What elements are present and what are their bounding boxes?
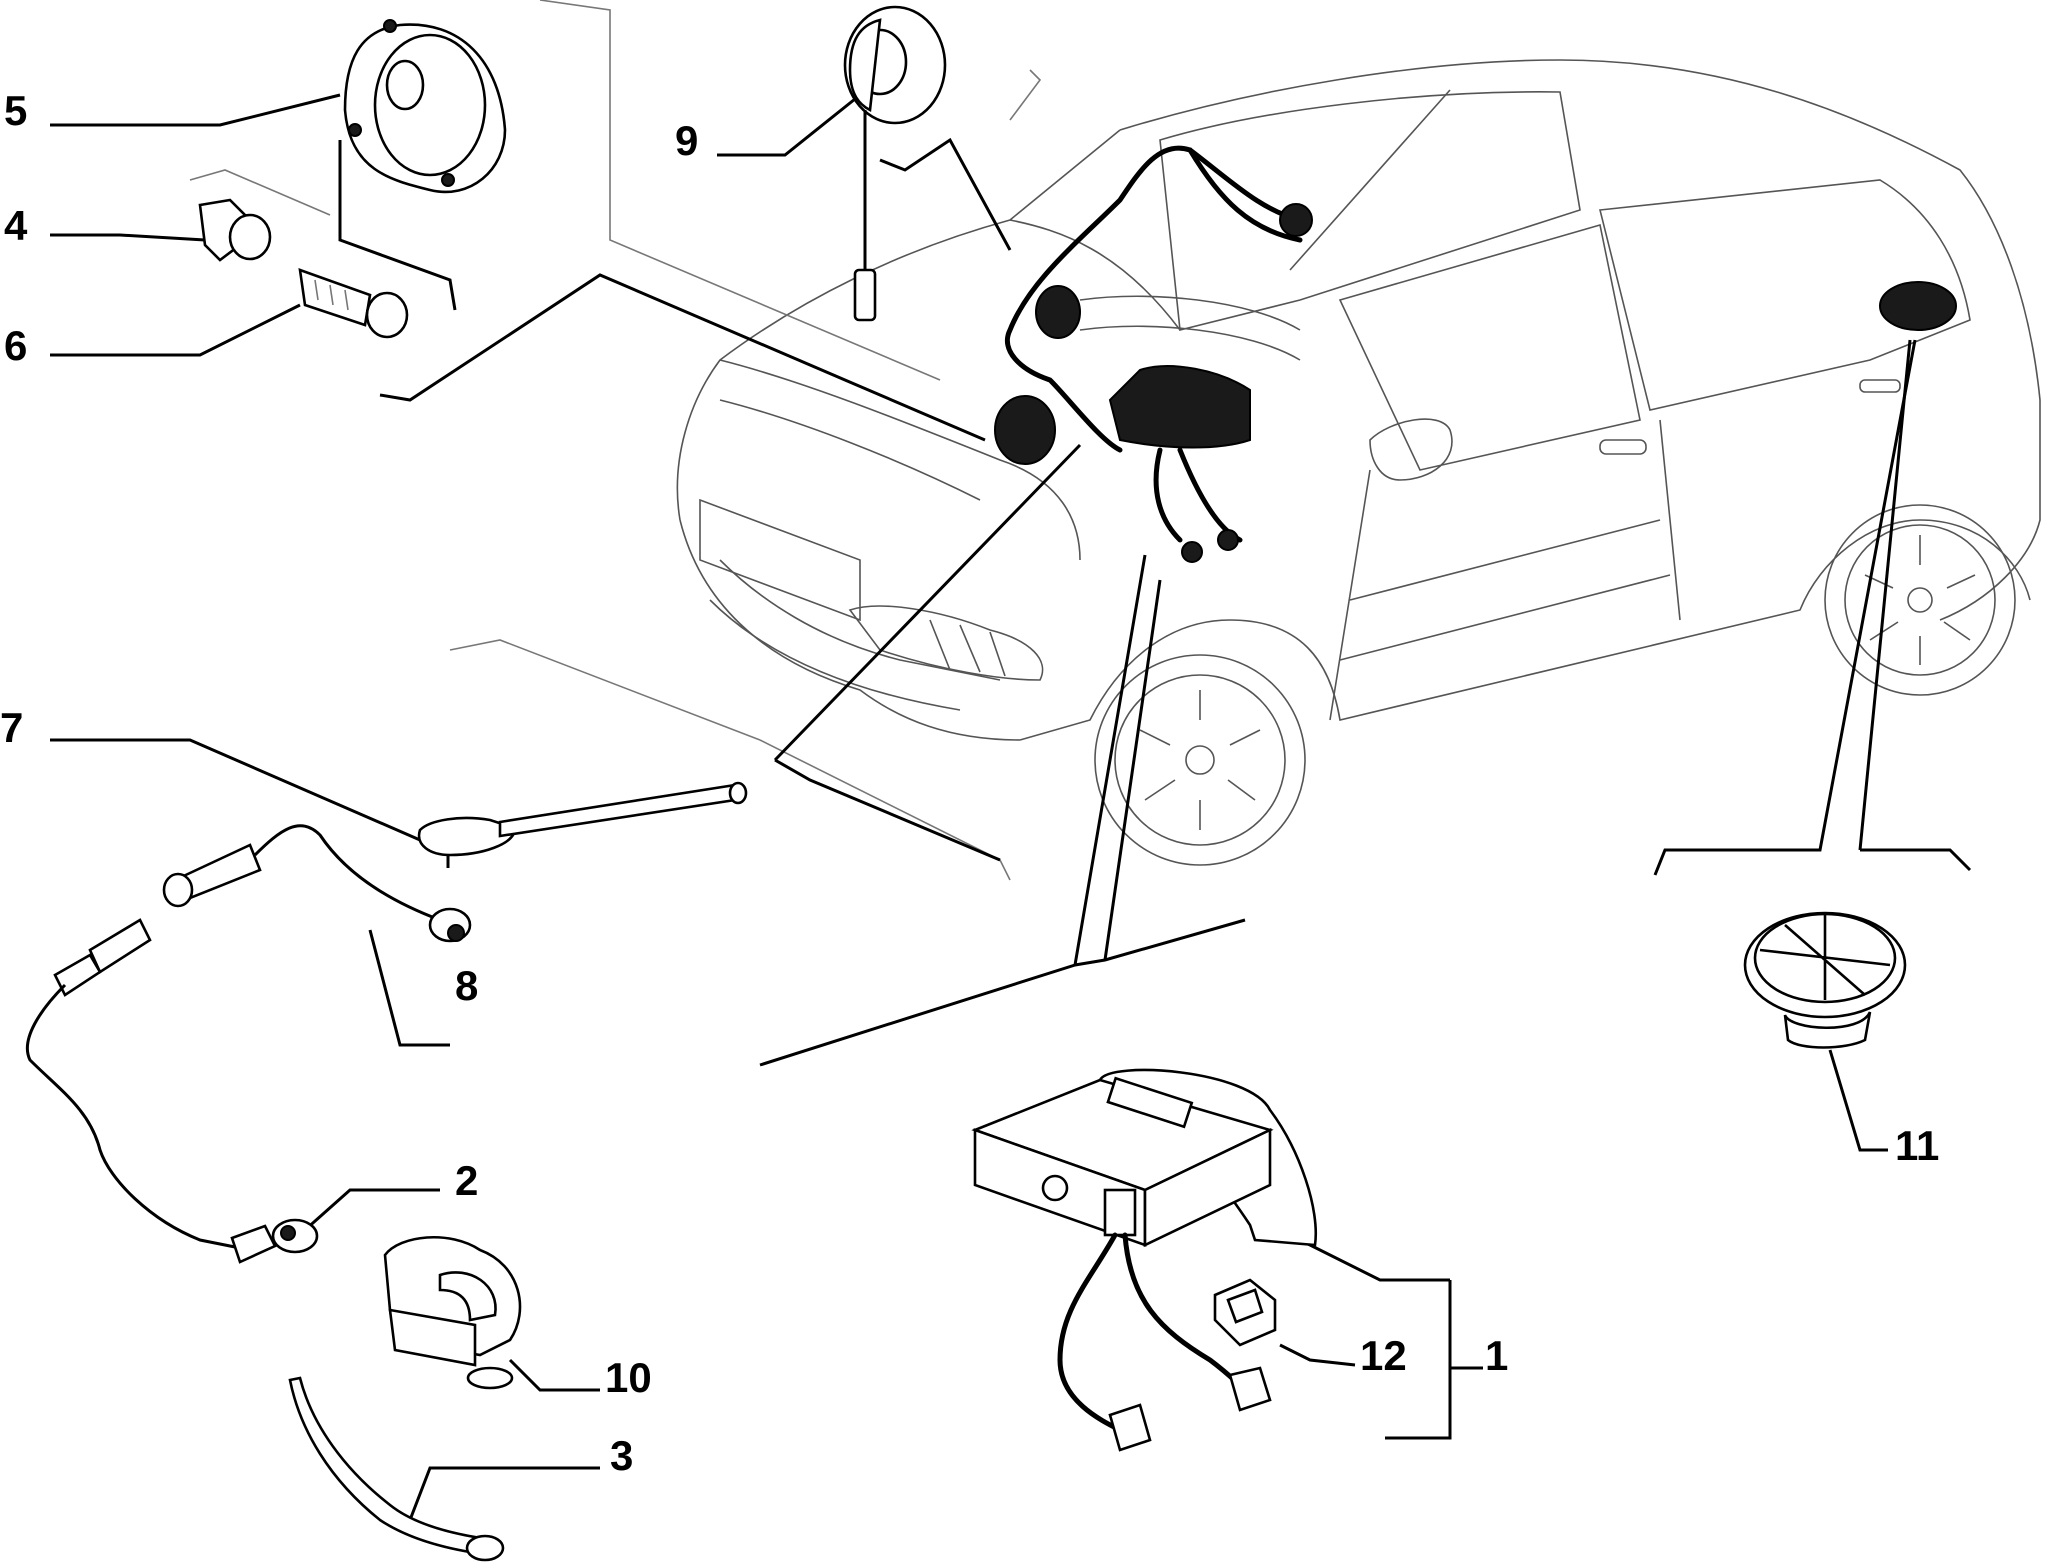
callout-labels: 5 4 6 9 7 8 2 10 3 11 12 1 — [0, 87, 1939, 1479]
callout-7: 7 — [0, 704, 23, 751]
group-lines — [189, 0, 1042, 881]
callout-3: 3 — [610, 1432, 633, 1479]
callout-5: 5 — [4, 87, 27, 134]
part-clip — [198, 198, 272, 262]
part-screw — [298, 268, 409, 339]
part-cable-short — [162, 824, 472, 943]
part-antenna — [417, 781, 748, 868]
part-radio-unit — [971, 1068, 1318, 1452]
callout-6: 6 — [4, 322, 27, 369]
part-tweeter — [843, 5, 947, 322]
wiring-harness-on-car — [994, 145, 1957, 563]
part-cable-tie — [288, 1376, 505, 1562]
part-speaker-ring — [343, 19, 507, 194]
callout-4: 4 — [4, 202, 28, 249]
callout-9: 9 — [675, 117, 698, 164]
callout-1: 1 — [1485, 1332, 1508, 1379]
part-rear-speaker — [1743, 911, 1907, 1049]
callout-2: 2 — [455, 1157, 478, 1204]
car-outline — [676, 59, 2041, 866]
part-clamp — [383, 1235, 522, 1390]
leader-lines — [50, 93, 1972, 1521]
callout-12: 12 — [1360, 1332, 1407, 1379]
callout-10: 10 — [605, 1354, 652, 1401]
callout-11: 11 — [1895, 1122, 1939, 1169]
callout-8: 8 — [455, 962, 478, 1009]
part-bracket-clip — [1213, 1278, 1277, 1347]
part-cable-long — [25, 918, 319, 1264]
